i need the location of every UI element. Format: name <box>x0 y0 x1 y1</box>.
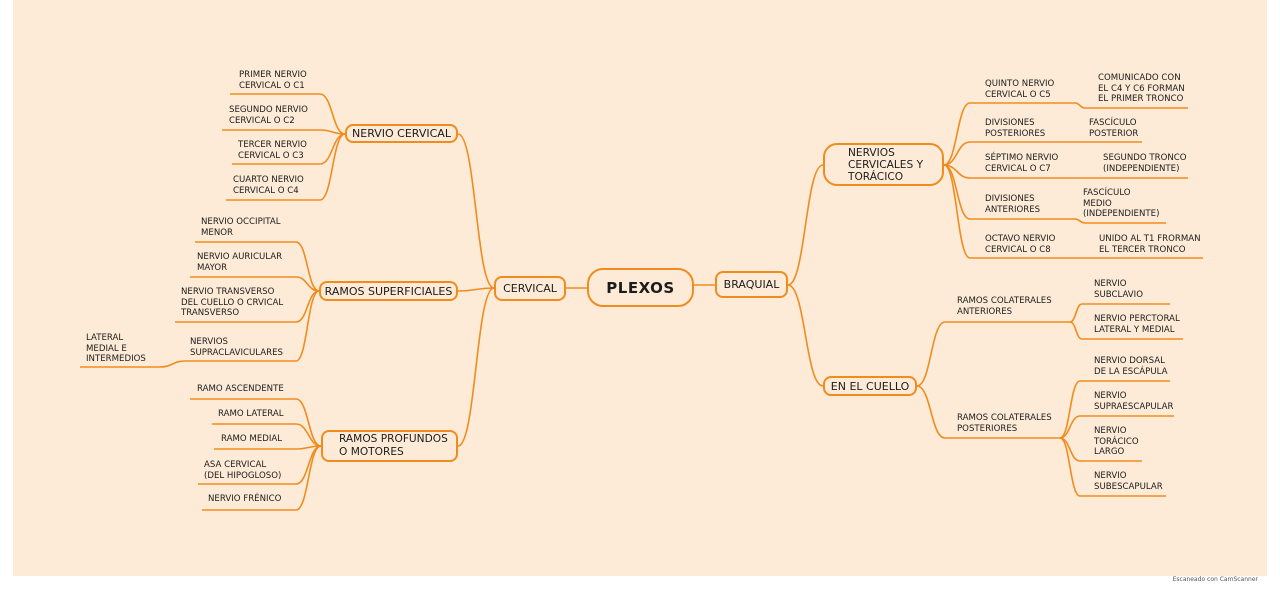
leaf-nervio-pectoral: NERVIO PERCTORAL LATERAL Y MEDIAL <box>1094 314 1180 335</box>
leaf-asa-cervical: ASA CERVICAL (DEL HIPOGLOSO) <box>204 460 282 481</box>
link-nct-c8 <box>943 164 1075 259</box>
link-nc-c4 <box>226 133 346 201</box>
leaf-divisiones-anteriores: DIVISIONES ANTERIORES <box>985 194 1041 215</box>
link-post-supraesc <box>1059 415 1174 439</box>
node-ramos-profundos: RAMOS PROFUNDOS O MOTORES <box>321 430 458 462</box>
leaf-primer-nervio: PRIMER NERVIO CERVICAL O C1 <box>239 70 307 91</box>
leaf-fasciculo-medio: FASCÍCULO MEDIO (INDEPENDIENTE) <box>1083 188 1160 220</box>
node-nervio-cervical: NERVIO CERVICAL <box>345 124 458 143</box>
leaf-nervio-supraescapular: NERVIO SUPRAESCAPULAR <box>1094 391 1174 412</box>
link-c5-tronco <box>1074 102 1188 109</box>
leaf-segundo-tronco: SEGUNDO TRONCO (INDEPENDIENTE) <box>1103 153 1187 174</box>
leaf-cuarto-nervio: CUARTO NERVIO CERVICAL O C4 <box>233 175 304 196</box>
link-post-subesc <box>1059 437 1166 497</box>
root-node-plexos: PLEXOS <box>587 268 694 307</box>
link-nct-c5 <box>943 102 1075 166</box>
link-rs-supraclav <box>185 290 320 362</box>
link-rp-frenico <box>202 445 322 511</box>
link-braquial-nervios <box>787 164 824 286</box>
leaf-ramo-lateral: RAMO LATERAL <box>218 409 284 419</box>
leaf-nervio-frenico: NERVIO FRÉNICO <box>208 494 282 504</box>
leaf-fasciculo-posterior: FASCÍCULO POSTERIOR <box>1089 118 1139 139</box>
leaf-auricular-mayor: NERVIO AURICULAR MAYOR <box>197 252 283 273</box>
link-ant-subclavio <box>1069 303 1170 323</box>
leaf-segundo-nervio: SEGUNDO NERVIO CERVICAL O C2 <box>229 105 308 126</box>
link-ant-pectoral <box>1069 321 1183 340</box>
leaf-octavo-nervio: OCTAVO NERVIO CERVICAL O C8 <box>985 234 1056 255</box>
leaf-quinto-nervio: QUINTO NERVIO CERVICAL O C5 <box>985 79 1055 100</box>
leaf-ramos-colaterales-posteriores: RAMOS COLATERALES POSTERIORES <box>957 413 1052 434</box>
leaf-nervio-subclavio: NERVIO SUBCLAVIO <box>1094 279 1143 300</box>
camscanner-watermark: Escaneado con CamScanner <box>1172 576 1258 583</box>
link-supraclav-lateral <box>80 360 186 368</box>
node-cervical: CERVICAL <box>494 276 566 301</box>
leaf-lateral-medial-intermedios: LATERAL MEDIAL E INTERMEDIOS <box>86 333 146 365</box>
leaf-ramo-ascendente: RAMO ASCENDENTE <box>197 384 284 394</box>
link-rp-medial <box>214 445 322 450</box>
node-en-el-cuello: EN EL CUELLO <box>823 376 917 396</box>
link-nc-c1 <box>230 93 346 135</box>
leaf-nervio-dorsal-escapula: NERVIO DORSAL DE LA ESCÁPULA <box>1094 356 1168 377</box>
link-rs-occipital <box>195 241 320 292</box>
link-rs-auricular <box>190 276 320 292</box>
node-braquial: BRAQUIAL <box>715 271 788 298</box>
link-nct-c7 <box>943 164 1075 179</box>
link-cervical-ramos-superficiales <box>457 287 495 292</box>
leaf-ramos-colaterales-anteriores: RAMOS COLATERALES ANTERIORES <box>957 296 1052 317</box>
leaf-ramo-medial: RAMO MEDIAL <box>221 434 283 444</box>
link-nct-post <box>943 141 1075 166</box>
leaf-tercer-nervio: TERCER NERVIO CERVICAL O C3 <box>238 140 307 161</box>
leaf-divisiones-posteriores: DIVISIONES POSTERIORES <box>985 118 1046 139</box>
node-nervios-cervicales-toracico: NERVIOS CERVICALES Y TORÁCICO <box>823 143 944 186</box>
link-cervical-nervio-cervical <box>457 133 495 289</box>
node-ramos-superficiales: RAMOS SUPERFICIALES <box>319 281 458 301</box>
leaf-occipital-menor: NERVIO OCCIPITAL MENOR <box>201 217 281 238</box>
leaf-primer-tronco: COMUNICADO CON EL C4 Y C6 FORMAN EL PRIM… <box>1098 73 1185 105</box>
link-cuello-posteriores <box>916 385 1060 439</box>
link-ant-fasc <box>1074 218 1166 224</box>
link-post-dorsal <box>1059 380 1170 439</box>
link-cervical-ramos-profundos <box>457 287 495 447</box>
link-rp-lateral <box>212 423 322 447</box>
leaf-nervio-subescapular: NERVIO SUBESCAPULAR <box>1094 471 1163 492</box>
leaf-nervio-toracico-largo: NERVIO TORÁCICO LARGO <box>1094 426 1139 458</box>
leaf-tercer-tronco: UNIDO AL T1 FRORMAN EL TERCER TRONCO <box>1099 234 1201 255</box>
link-nc-c2 <box>222 129 346 135</box>
leaf-transverso-cuello: NERVIO TRANSVERSO DEL CUELLO O CRVICAL T… <box>181 287 284 319</box>
leaf-septimo-nervio: SÉPTIMO NERVIO CERVICAL O C7 <box>985 153 1059 174</box>
leaf-supraclaviculares: NERVIOS SUPRACLAVICULARES <box>190 337 284 358</box>
link-braquial-cuello <box>787 284 824 387</box>
link-cuello-anteriores <box>916 321 1070 387</box>
